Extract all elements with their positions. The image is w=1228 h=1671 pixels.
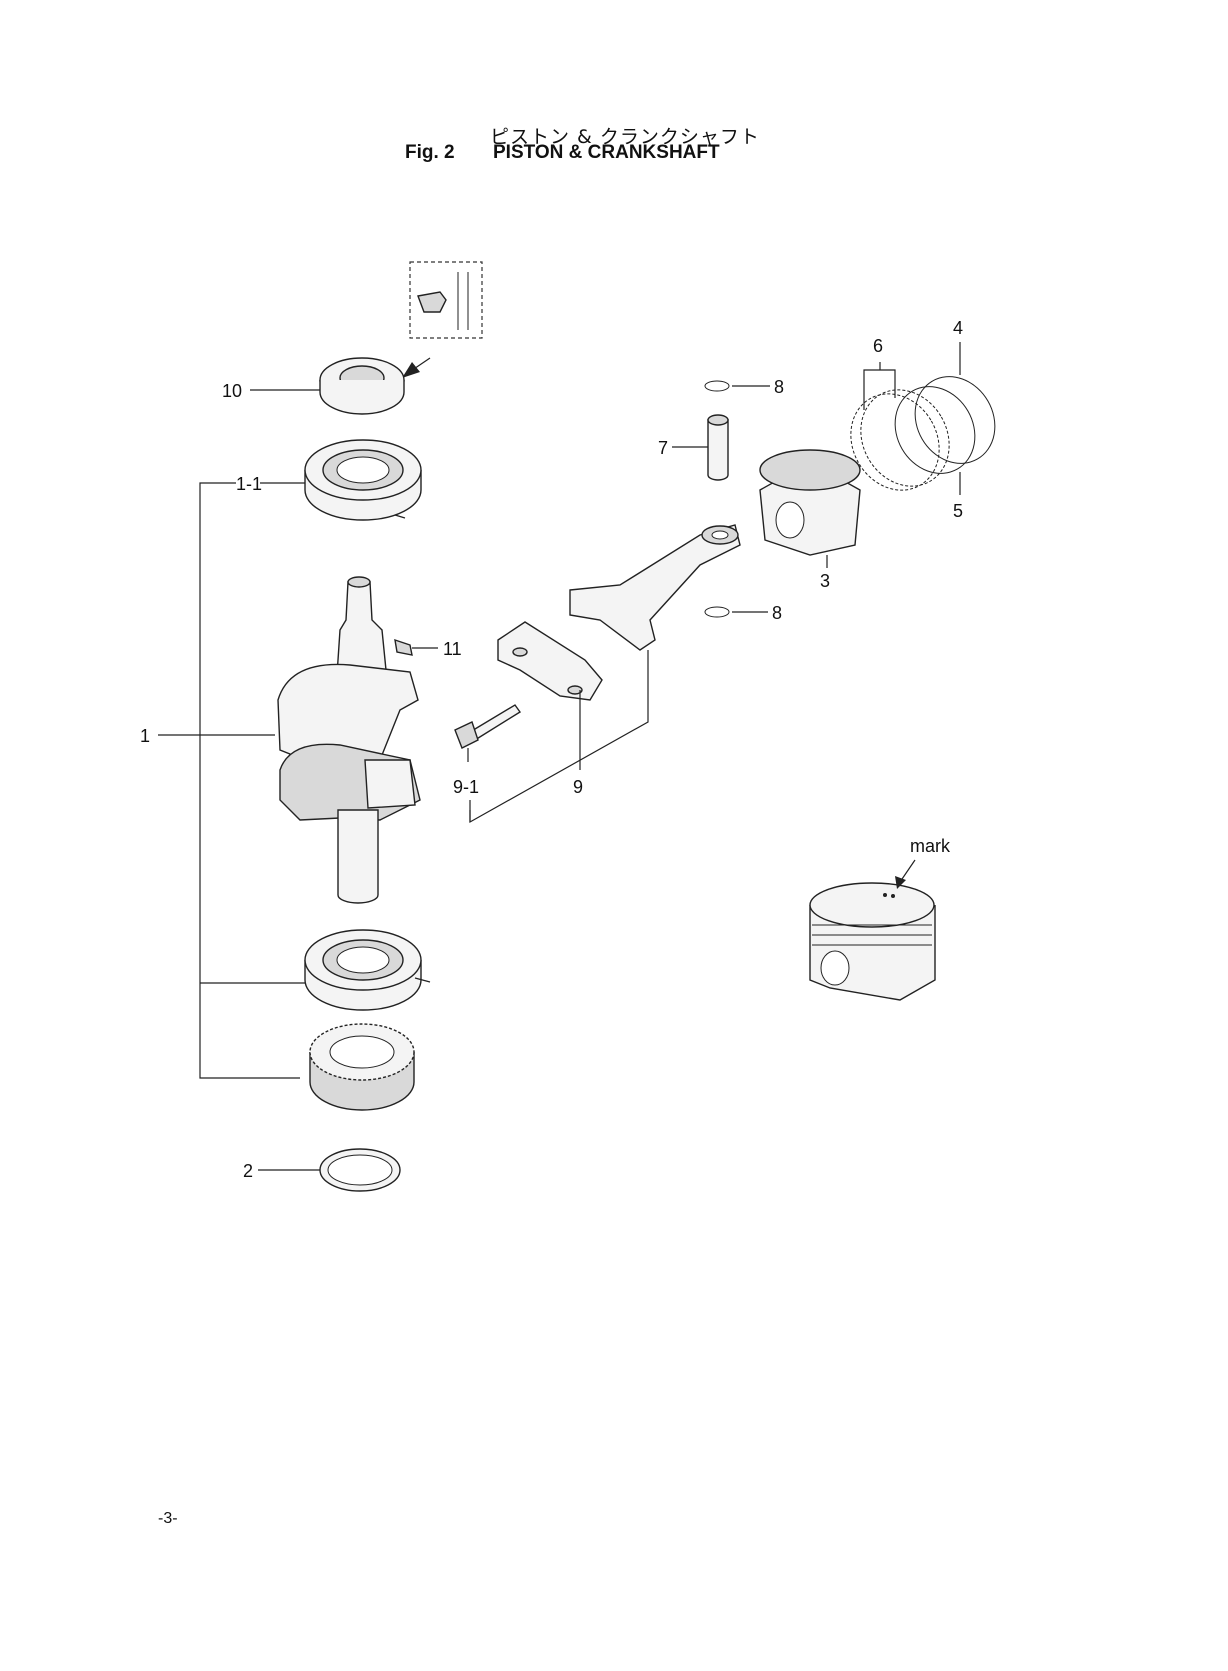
callout-4: 4 — [953, 318, 963, 338]
clip-8-top — [704, 380, 730, 392]
clip-8-bottom — [704, 606, 730, 618]
connecting-rod — [569, 524, 741, 651]
callout-6: 6 — [873, 336, 883, 356]
oil-seal-10 — [319, 357, 405, 415]
crankshaft — [277, 576, 421, 904]
piston-pin-7 — [707, 414, 729, 481]
callout-3: 3 — [820, 571, 830, 591]
bearing-1-1 — [304, 439, 422, 521]
callout-10: 10 — [222, 381, 242, 401]
callout-1: 1 — [140, 726, 150, 746]
piston-3 — [759, 449, 861, 556]
callout-8-bottom: 8 — [772, 603, 782, 623]
title-english: PISTON & CRANKSHAFT — [493, 142, 720, 163]
bearing-bottom — [304, 929, 431, 1011]
washer-2 — [319, 1148, 401, 1192]
piston-ring-4 — [914, 376, 996, 464]
page-number: -3- — [158, 1510, 178, 1527]
callout-1-1: 1-1 — [236, 474, 262, 494]
callout-2: 2 — [243, 1161, 253, 1181]
bolt-9-1 — [454, 704, 522, 749]
callout-9-1: 9-1 — [453, 777, 479, 797]
callout-8-top: 8 — [774, 377, 784, 397]
callout-7: 7 — [658, 438, 668, 458]
figure-label: Fig. 2 — [405, 142, 455, 163]
rod-cap-9 — [497, 621, 603, 701]
callout-11: 11 — [443, 639, 462, 659]
title-japanese: ピストン & クランクシャフト — [490, 126, 760, 148]
callout-mark: mark — [910, 836, 951, 856]
callout-9: 9 — [573, 777, 583, 797]
callout-5: 5 — [953, 501, 963, 521]
piston-mark-detail — [809, 859, 936, 1001]
piston-ring-5 — [894, 386, 976, 474]
seal-detail-inset — [402, 261, 483, 378]
crank-gear — [309, 1023, 415, 1111]
piston-ring-6 — [850, 389, 950, 491]
